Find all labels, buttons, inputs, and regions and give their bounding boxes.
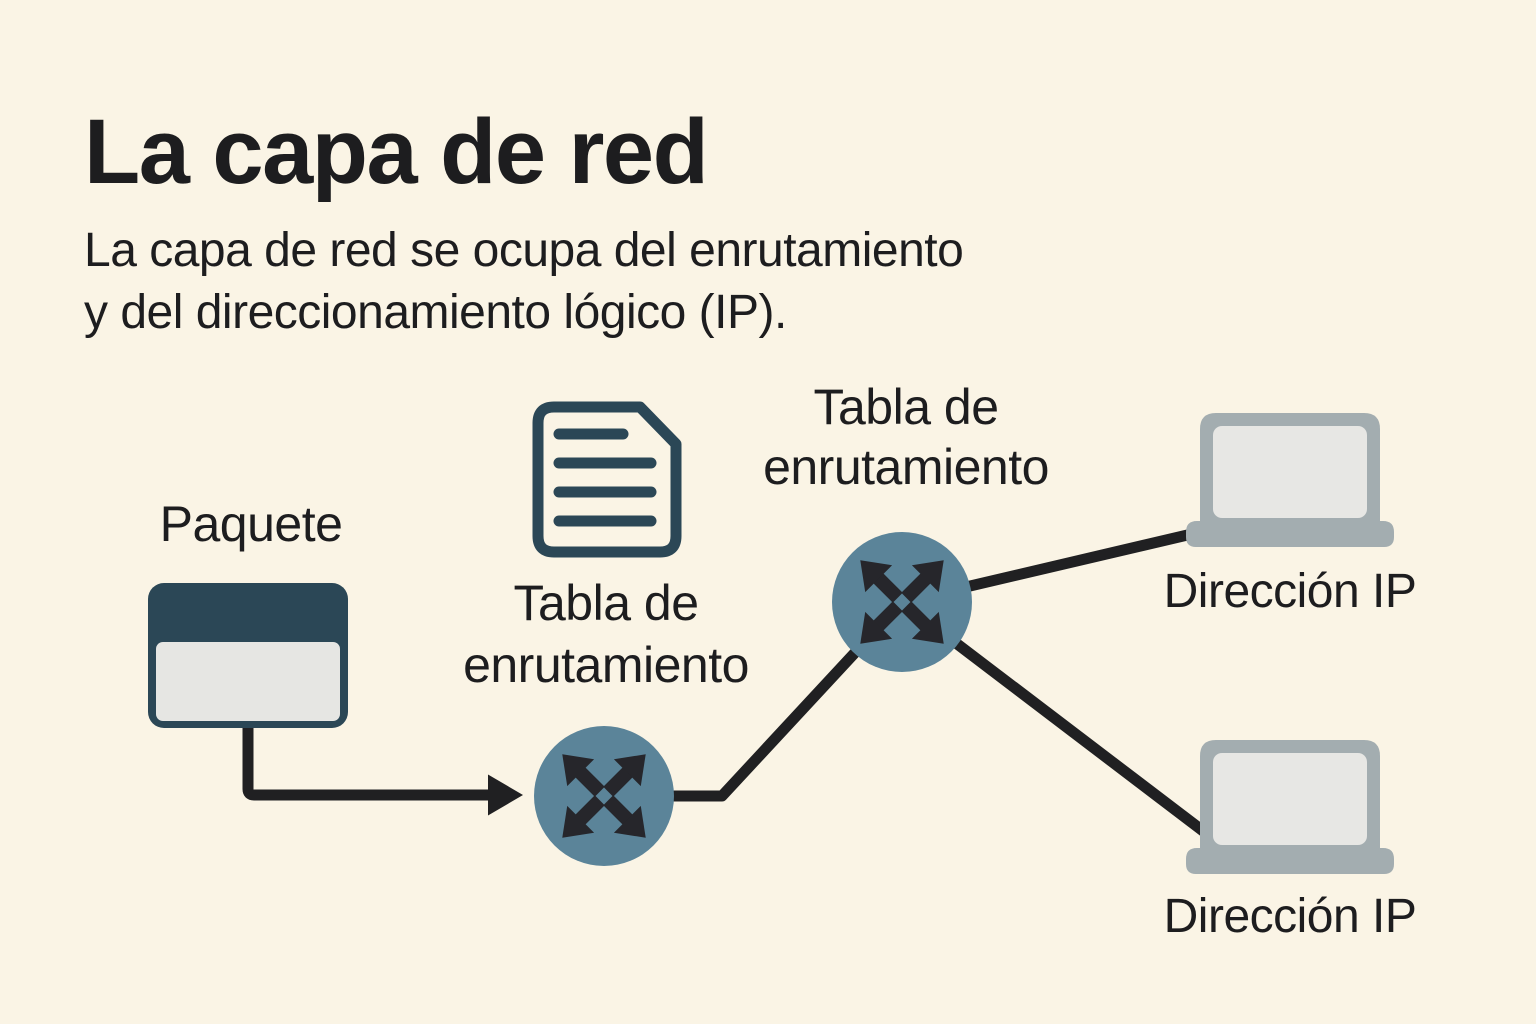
- router-icon-1: [534, 726, 674, 866]
- routing-table-label-top: Tabla de enrutamiento: [763, 379, 1049, 495]
- subtitle-line-2: y del direccionamiento lógico (IP).: [84, 286, 787, 339]
- routing-table-label-middle: Tabla de enrutamiento: [463, 575, 749, 693]
- subtitle-line-1: La capa de red se ocupa del enrutamiento: [84, 224, 964, 277]
- laptop-icon-top: [1186, 413, 1394, 547]
- laptop-icon-bottom: [1186, 740, 1394, 874]
- ip-address-label-top: Dirección IP: [1163, 565, 1417, 618]
- packet-label: Paquete: [159, 496, 343, 552]
- packet-to-router-arrow-line: [242, 718, 489, 801]
- page-title: La capa de red: [84, 101, 709, 203]
- arrowhead-icon: [488, 774, 523, 816]
- router-icon-2: [832, 532, 972, 672]
- ip-address-label-bottom: Dirección IP: [1163, 890, 1417, 943]
- packet-icon: [148, 583, 348, 728]
- routing-table-document-icon: [532, 401, 682, 558]
- page-subtitle: La capa de red se ocupa del enrutamiento…: [84, 220, 964, 344]
